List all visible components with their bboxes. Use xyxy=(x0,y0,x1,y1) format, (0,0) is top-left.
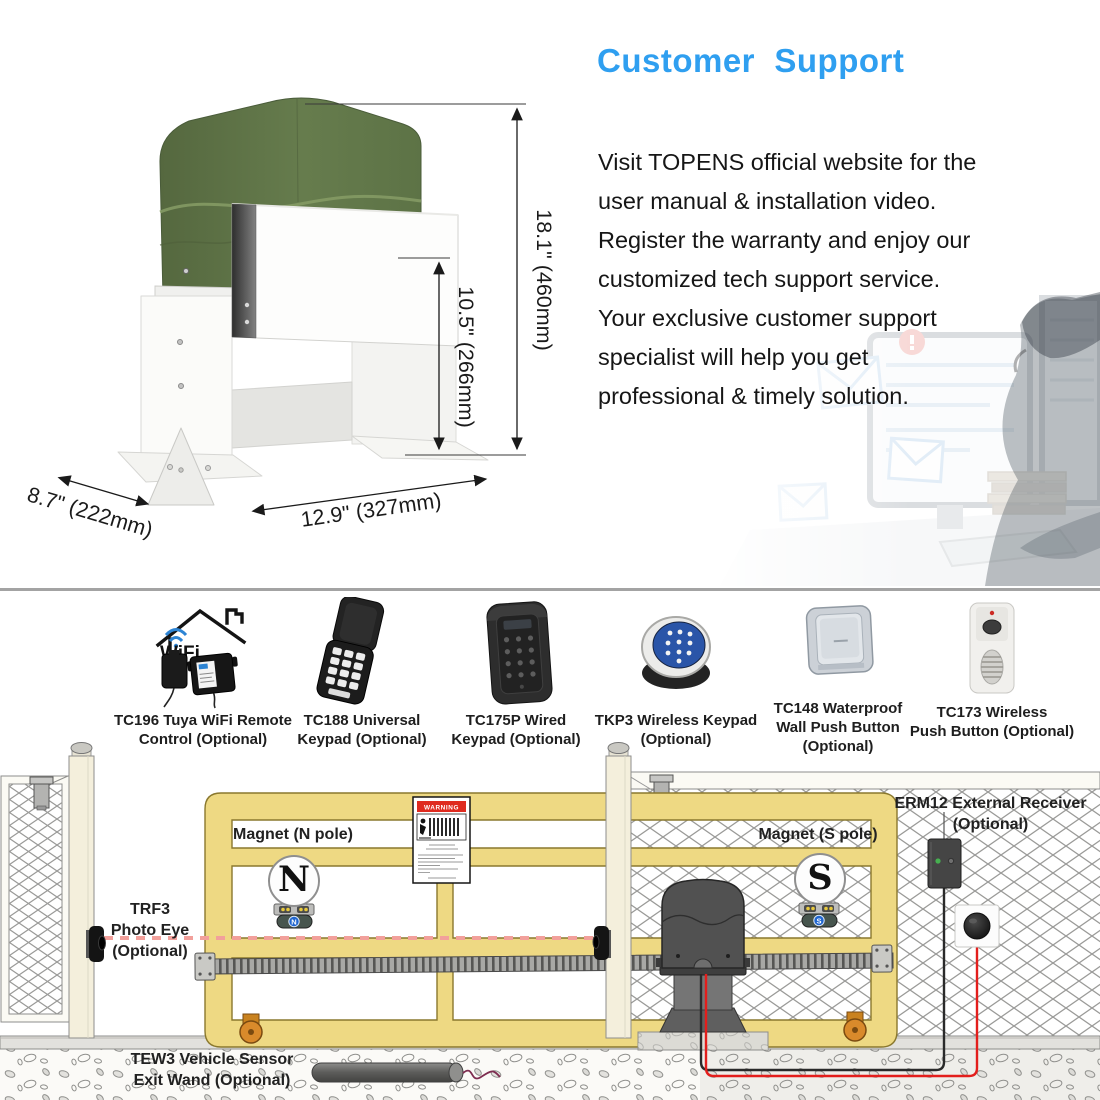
support-scene-background xyxy=(690,280,1100,586)
magnet-s-badge: S xyxy=(816,917,821,926)
warning-sign-title: WARNING xyxy=(424,805,459,812)
dim-depth: 8.7" (222mm) xyxy=(24,482,155,542)
push-button-wire xyxy=(704,944,979,1078)
paragraph-line: Visit TOPENS official website for the xyxy=(598,149,977,175)
erm12-receiver xyxy=(927,838,962,889)
paragraph-line: specialist will help you get xyxy=(598,344,869,370)
dim-bracket-height: 10.5" (266mm) xyxy=(454,286,478,427)
tc175p-keypad-icon xyxy=(486,601,553,705)
left-post xyxy=(68,742,95,1039)
exit-wand xyxy=(311,1062,501,1083)
fence-lamp-left xyxy=(29,776,54,811)
dimension-extension-lines xyxy=(305,103,526,456)
dim-height-total: 18.1" (460mm) xyxy=(532,209,556,350)
gate-opener-motor xyxy=(637,878,769,1051)
paragraph-line: professional & timely solution. xyxy=(598,383,909,409)
photo-eye-right xyxy=(592,926,611,960)
tc188-keypad-icon xyxy=(316,597,385,705)
gate-roller-left xyxy=(239,1013,263,1044)
paragraph-line: Your exclusive customer support xyxy=(598,305,937,331)
magnet-n-label: Magnet (N pole) xyxy=(233,826,353,843)
magnet-n-assembly: N xyxy=(273,903,315,929)
magnet-s-pole-circle: S xyxy=(794,853,846,905)
center-post xyxy=(605,742,632,1039)
magnet-s-label: Magnet (S pole) xyxy=(758,826,878,843)
paragraph-line: customized tech support service. xyxy=(598,266,941,292)
tew3-label: TEW3 Vehicle Sensor Exit Wand (Optional) xyxy=(130,1051,294,1089)
mounting-bracket-box xyxy=(231,203,459,347)
tc173-push-button-icon xyxy=(969,602,1015,694)
tkp3-wireless-keypad-icon xyxy=(641,616,711,689)
accessory-caption: TKP3 Wireless Keypad(Optional) xyxy=(594,712,758,748)
magnet-s-assembly: S xyxy=(798,902,840,928)
photo-eye-left xyxy=(86,926,106,962)
customer-support-heading: Customer Support xyxy=(597,42,905,79)
tc196-wifi-remote-icon: WiFi xyxy=(155,608,247,709)
product-dimension-drawing: 18.1" (460mm) 10.5" (266mm) 8.7" (222mm)… xyxy=(24,97,556,542)
trf3-label: TRF3 Photo Eye (Optional) xyxy=(110,901,190,960)
installation-diagram: WARNING xyxy=(0,742,1100,1100)
customer-support-paragraph: Visit TOPENS official website for the us… xyxy=(598,143,1048,416)
magnet-n-pole-circle: N xyxy=(268,855,320,907)
magnet-n-badge: N xyxy=(291,918,296,927)
ground xyxy=(0,1035,1100,1100)
support-agent-silhouette xyxy=(985,292,1100,586)
wall-push-button xyxy=(954,904,1000,948)
warning-sign: WARNING xyxy=(412,796,471,884)
section-divider xyxy=(0,588,1100,591)
receiver-wire xyxy=(699,888,946,1072)
tc148-wall-push-button-icon xyxy=(805,605,874,675)
left-fence-panel xyxy=(0,775,71,1023)
accessory-tkp3: TKP3 Wireless Keypad(Optional) xyxy=(592,597,760,749)
erm12-label: ERM12 External Receiver (Optional) xyxy=(894,795,1087,833)
paragraph-line: user manual & installation video. xyxy=(598,188,937,214)
dimension-arrows xyxy=(57,107,523,516)
gate-roller-right xyxy=(843,1011,867,1042)
paragraph-line: Register the warranty and enjoy our xyxy=(598,227,971,253)
